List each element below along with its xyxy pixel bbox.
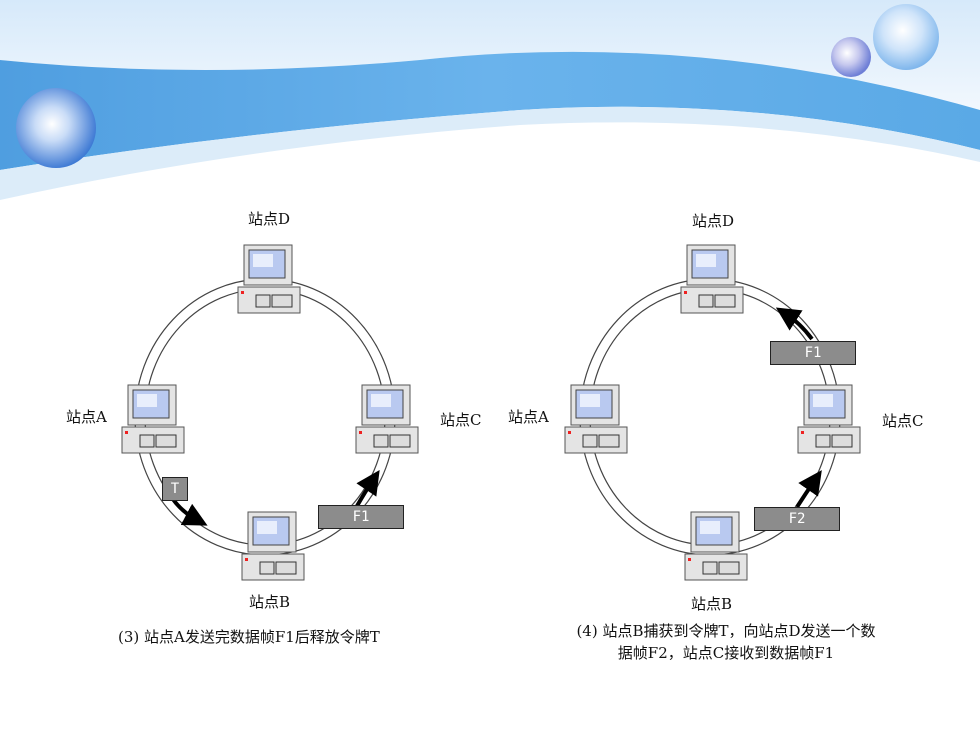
- right-station-a-label: 站点A: [508, 408, 549, 426]
- computer-icon: [354, 383, 422, 457]
- left-station-b-label: 站点B: [249, 593, 291, 611]
- banner-sphere-right: [873, 4, 939, 70]
- computer-icon: [679, 243, 747, 317]
- right-f1-frame: F1: [770, 341, 856, 365]
- banner-sphere-left: [16, 88, 96, 168]
- left-station-d-label: 站点D: [248, 210, 291, 228]
- left-station-c-label: 站点C: [440, 411, 482, 429]
- right-station-b-label: 站点B: [691, 595, 733, 613]
- left-token-frame: T: [162, 477, 188, 501]
- right-f2-arrow: [795, 470, 822, 509]
- computer-icon: [683, 510, 751, 584]
- right-caption-line1: (4) 站点B捕获到令牌T，向站点D发送一个数: [576, 622, 876, 640]
- right-caption: (4) 站点B捕获到令牌T，向站点D发送一个数 据帧F2，站点C接收到数据帧F1: [546, 620, 906, 664]
- right-caption-line2: 据帧F2，站点C接收到数据帧F1: [617, 644, 835, 662]
- right-station-c-label: 站点C: [882, 412, 924, 430]
- computer-icon: [240, 510, 308, 584]
- header-banner: [0, 0, 980, 200]
- computer-icon: [563, 383, 631, 457]
- right-f1-arrow: [775, 307, 814, 341]
- left-station-a-label: 站点A: [66, 408, 107, 426]
- right-station-d-label: 站点D: [692, 212, 735, 230]
- left-f1-frame: F1: [318, 505, 404, 529]
- right-f2-frame: F2: [754, 507, 840, 531]
- banner-wave-highlight: [0, 106, 980, 200]
- banner-wave: [0, 51, 980, 170]
- computer-icon: [796, 383, 864, 457]
- left-caption: (3) 站点A发送完数据帧F1后释放令牌T: [118, 628, 380, 646]
- banner-sky: [0, 0, 980, 120]
- banner-sphere-small: [831, 37, 871, 77]
- computer-icon: [236, 243, 304, 317]
- computer-icon: [120, 383, 188, 457]
- left-f1-arrow: [355, 470, 380, 507]
